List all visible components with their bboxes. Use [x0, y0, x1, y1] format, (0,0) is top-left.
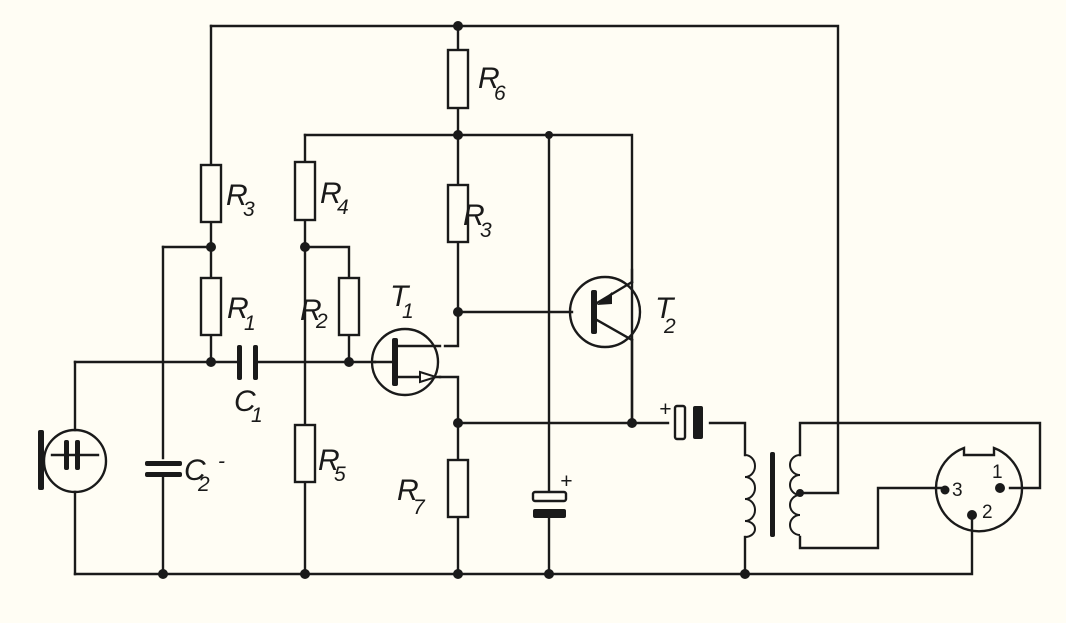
- label-output-cap-polarity: +: [659, 398, 671, 421]
- svg-text:R: R: [318, 444, 340, 477]
- svg-text:C: C: [234, 385, 256, 418]
- label-pin-2: 2: [982, 502, 993, 523]
- resistor-r1: [199, 276, 223, 337]
- label-c2: C 2 -: [184, 450, 225, 496]
- svg-text:-: -: [218, 450, 225, 473]
- svg-text:T: T: [390, 280, 411, 313]
- junctions: [158, 21, 804, 579]
- svg-text:R: R: [463, 199, 485, 232]
- wire-t1-source: [438, 375, 460, 425]
- microphone-icon: [38, 428, 108, 494]
- svg-text:2: 2: [315, 310, 328, 333]
- svg-text:R: R: [397, 474, 419, 507]
- label-supply-cap-polarity: +: [560, 470, 572, 493]
- label-r6: R 6: [478, 62, 506, 105]
- svg-text:3: 3: [480, 219, 492, 242]
- svg-text:R: R: [227, 292, 249, 325]
- wire-second-rail: [303, 133, 634, 425]
- transistor-t2-icon: [568, 268, 642, 425]
- svg-text:1: 1: [244, 312, 256, 335]
- resistor-r3-right: [446, 183, 470, 244]
- label-c1: C 1: [234, 385, 263, 427]
- label-r3-left: R 3: [226, 179, 255, 221]
- resistor-r7: [446, 458, 470, 519]
- capacitor-c2: [145, 461, 182, 477]
- svg-text:1: 1: [402, 300, 414, 323]
- svg-text:2: 2: [663, 315, 676, 338]
- svg-text:6: 6: [494, 82, 506, 105]
- label-r5: R 5: [318, 444, 346, 486]
- label-r7: R 7: [397, 474, 426, 519]
- resistor-r3-left: [199, 163, 223, 224]
- svg-text:R: R: [320, 177, 342, 210]
- svg-text:R: R: [300, 294, 322, 327]
- label-t2: T 2: [655, 292, 676, 338]
- capacitor-supply: [531, 490, 568, 518]
- label-r3-right: R 3: [463, 199, 492, 242]
- wire-top-rail: [209, 24, 840, 495]
- wire-t1-drain: [443, 310, 460, 348]
- svg-text:T: T: [655, 292, 676, 325]
- connector-pin-3: [940, 485, 950, 495]
- svg-text:4: 4: [337, 196, 349, 219]
- din-connector-icon: [934, 446, 1024, 533]
- transistor-t1-icon: [370, 327, 442, 397]
- svg-text:7: 7: [413, 496, 426, 519]
- wire-secondary-top: [798, 421, 1042, 490]
- resistor-r6: [446, 48, 470, 110]
- resistor-r2: [337, 276, 361, 337]
- svg-text:2: 2: [197, 473, 210, 496]
- label-r4: R 4: [320, 177, 349, 219]
- connector-pin-2: [967, 510, 977, 520]
- resistor-r4: [293, 160, 317, 222]
- capacitor-c1: [237, 345, 258, 380]
- connector-pin-1: [995, 483, 1005, 493]
- svg-text:R: R: [478, 62, 500, 95]
- label-r2: R 2: [300, 294, 328, 333]
- label-pin-3: 3: [952, 480, 963, 501]
- label-r1: R 1: [227, 292, 256, 335]
- label-pin-1: 1: [992, 462, 1003, 483]
- svg-text:R: R: [226, 179, 248, 212]
- resistor-r5: [293, 423, 317, 484]
- svg-text:1: 1: [251, 404, 263, 427]
- svg-text:5: 5: [334, 463, 346, 486]
- wire-ground-rail: [73, 518, 974, 576]
- label-t1: T 1: [390, 280, 414, 323]
- svg-text:C: C: [184, 454, 206, 487]
- svg-text:3: 3: [243, 198, 255, 221]
- wire-secondary-bottom: [798, 486, 947, 550]
- capacitor-output: [673, 404, 703, 441]
- transformer-icon: [744, 452, 801, 538]
